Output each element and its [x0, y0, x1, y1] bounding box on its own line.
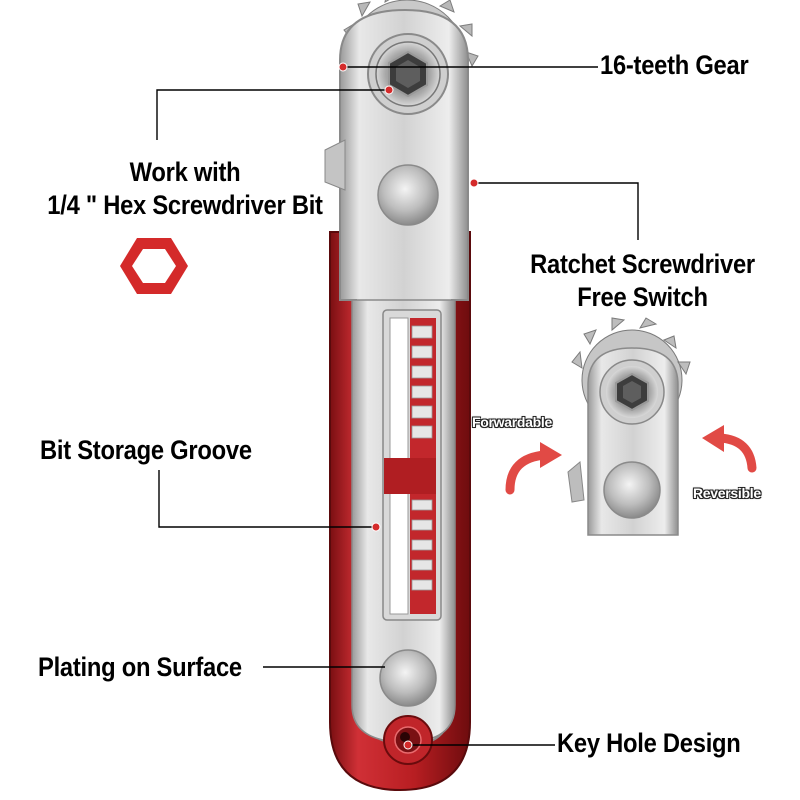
label-plating-on-surface: Plating on Surface [38, 652, 242, 682]
storage-groove [382, 309, 442, 621]
plating-dimple [379, 649, 437, 707]
key-hole [383, 715, 433, 765]
label-work-line1: Work with [129, 157, 241, 187]
switch-dimple [377, 164, 439, 226]
forward-arrow-icon [505, 442, 562, 495]
label-ratchet-free-switch: Ratchet Screwdriver Free Switch [517, 248, 768, 314]
label-forwardable: Forwardable [472, 414, 552, 430]
reverse-arrow-icon [702, 425, 757, 473]
label-reversible: Reversible [693, 485, 761, 501]
label-ratchet-line2: Free Switch [577, 282, 708, 312]
ratchet-tool [324, 0, 479, 792]
label-bit-storage-groove: Bit Storage Groove [40, 435, 252, 465]
ratchet-head-closeup [567, 317, 691, 536]
label-ratchet-line1: Ratchet Screwdriver [530, 249, 755, 279]
callout-lines [156, 66, 639, 746]
hex-socket [367, 33, 449, 115]
label-16-teeth-gear: 16-teeth Gear [600, 50, 749, 80]
hexagon-icon [120, 238, 188, 294]
label-work-with-hex-bit: Work with 1/4 " Hex Screwdriver Bit [40, 156, 330, 222]
label-work-line2: 1/4 " Hex Screwdriver Bit [47, 190, 323, 220]
callout-dots [338, 62, 479, 750]
label-key-hole-design: Key Hole Design [557, 728, 741, 758]
